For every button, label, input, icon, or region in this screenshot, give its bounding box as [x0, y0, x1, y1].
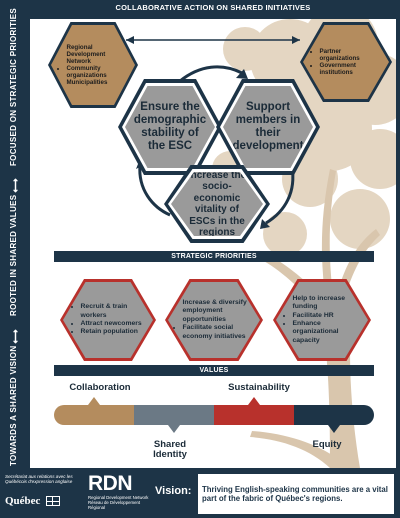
priority-list: Recruit & train workers Attract newcomer… — [72, 303, 145, 337]
priority-item: Facilitate social economy initiatives — [183, 324, 255, 341]
diagram-canvas: Regional Development Network Community o… — [30, 19, 396, 468]
priority-item: Attract newcomers — [81, 320, 145, 328]
footer: Secrétariat aux relations avec les Québé… — [0, 468, 400, 518]
value-segment-shared-identity — [134, 405, 214, 425]
partner-item: Municipalities — [67, 79, 129, 86]
double-arrow-icon: ⟷ — [9, 329, 21, 344]
partners-right-list: Partner organizations Government institu… — [311, 48, 382, 77]
priority-item: Help to increase funding — [293, 295, 361, 312]
quebec-flag-icon — [46, 496, 61, 507]
priority-item: Retain population — [81, 328, 145, 336]
sidebar-label-vision: TOWARDS A SHARED VISION — [9, 345, 18, 466]
value-pointer — [248, 397, 260, 405]
value-segment-equity — [294, 405, 374, 425]
strategic-priorities-title: STRATEGIC PRIORITIES — [54, 251, 374, 262]
values-bar — [54, 397, 374, 433]
partners-connector-arrow — [126, 36, 300, 44]
rdn-wordmark: RDN — [88, 472, 133, 495]
rdn-subtitle-en: Regional Development Network — [88, 495, 149, 500]
value-segment-sustainability — [214, 405, 294, 425]
priority-item: Increase & diversify employment opportun… — [183, 299, 255, 324]
value-label-shared-identity: Shared Identity — [153, 439, 187, 461]
value-label-equity: Equity — [312, 439, 342, 450]
rdn-subtitle-fr: Réseau de Développement Régional — [88, 500, 141, 511]
partners-left-list: Regional Development Network Community o… — [58, 44, 129, 87]
partner-item: Community organizations — [67, 65, 129, 79]
partner-item: Regional Development Network — [67, 44, 129, 65]
value-pointer — [88, 397, 100, 405]
priority-item: Facilitate HR — [293, 312, 361, 320]
sidebar-label-values: ROOTED IN SHARED VALUES — [9, 194, 18, 316]
priority-hex-capacity: Help to increase funding Facilitate HR E… — [273, 279, 371, 361]
goal-hex-vitality: Increase the socio-economic vitality of … — [164, 165, 270, 243]
sidebar-label-priorities: FOCUSED ON STRATEGIC PRIORITIES — [9, 7, 18, 166]
value-pointer — [328, 425, 340, 433]
vision-statement: Thriving English-speaking communities ar… — [198, 474, 394, 514]
value-label-sustainability: Sustainability — [228, 382, 290, 393]
secretariat-text: Secrétariat aux relations avec les Québé… — [5, 474, 73, 485]
partners-right-hex: Partner organizations Government institu… — [300, 22, 392, 102]
rdn-logo: RDN Regional Development Network Réseau … — [88, 472, 156, 511]
vision-label: Vision: — [155, 485, 192, 497]
double-arrow-icon: ⟷ — [9, 178, 21, 193]
quebec-logo: Québec — [5, 495, 61, 507]
priority-item: Recruit & train workers — [81, 303, 145, 320]
priority-list: Help to increase funding Facilitate HR E… — [284, 295, 361, 346]
priority-list: Increase & diversify employment opportun… — [174, 299, 255, 341]
goal-label: Increase the socio-economic vitality of … — [187, 169, 247, 238]
priority-item: Enhance organizational capacity — [293, 320, 361, 345]
value-segment-collaboration — [54, 405, 134, 425]
value-pointer — [168, 425, 180, 433]
values-title: VALUES — [54, 365, 374, 376]
partner-item: Government institutions — [320, 62, 382, 76]
goal-label: Support members in their development — [232, 100, 304, 153]
goal-label: Ensure the demographic stability of the … — [133, 100, 207, 153]
value-label-collaboration: Collaboration — [69, 382, 131, 393]
page-title: COLLABORATIVE ACTION ON SHARED INITIATIV… — [115, 3, 311, 12]
partner-item: Partner organizations — [320, 48, 382, 62]
quebec-wordmark: Québec — [5, 495, 41, 507]
